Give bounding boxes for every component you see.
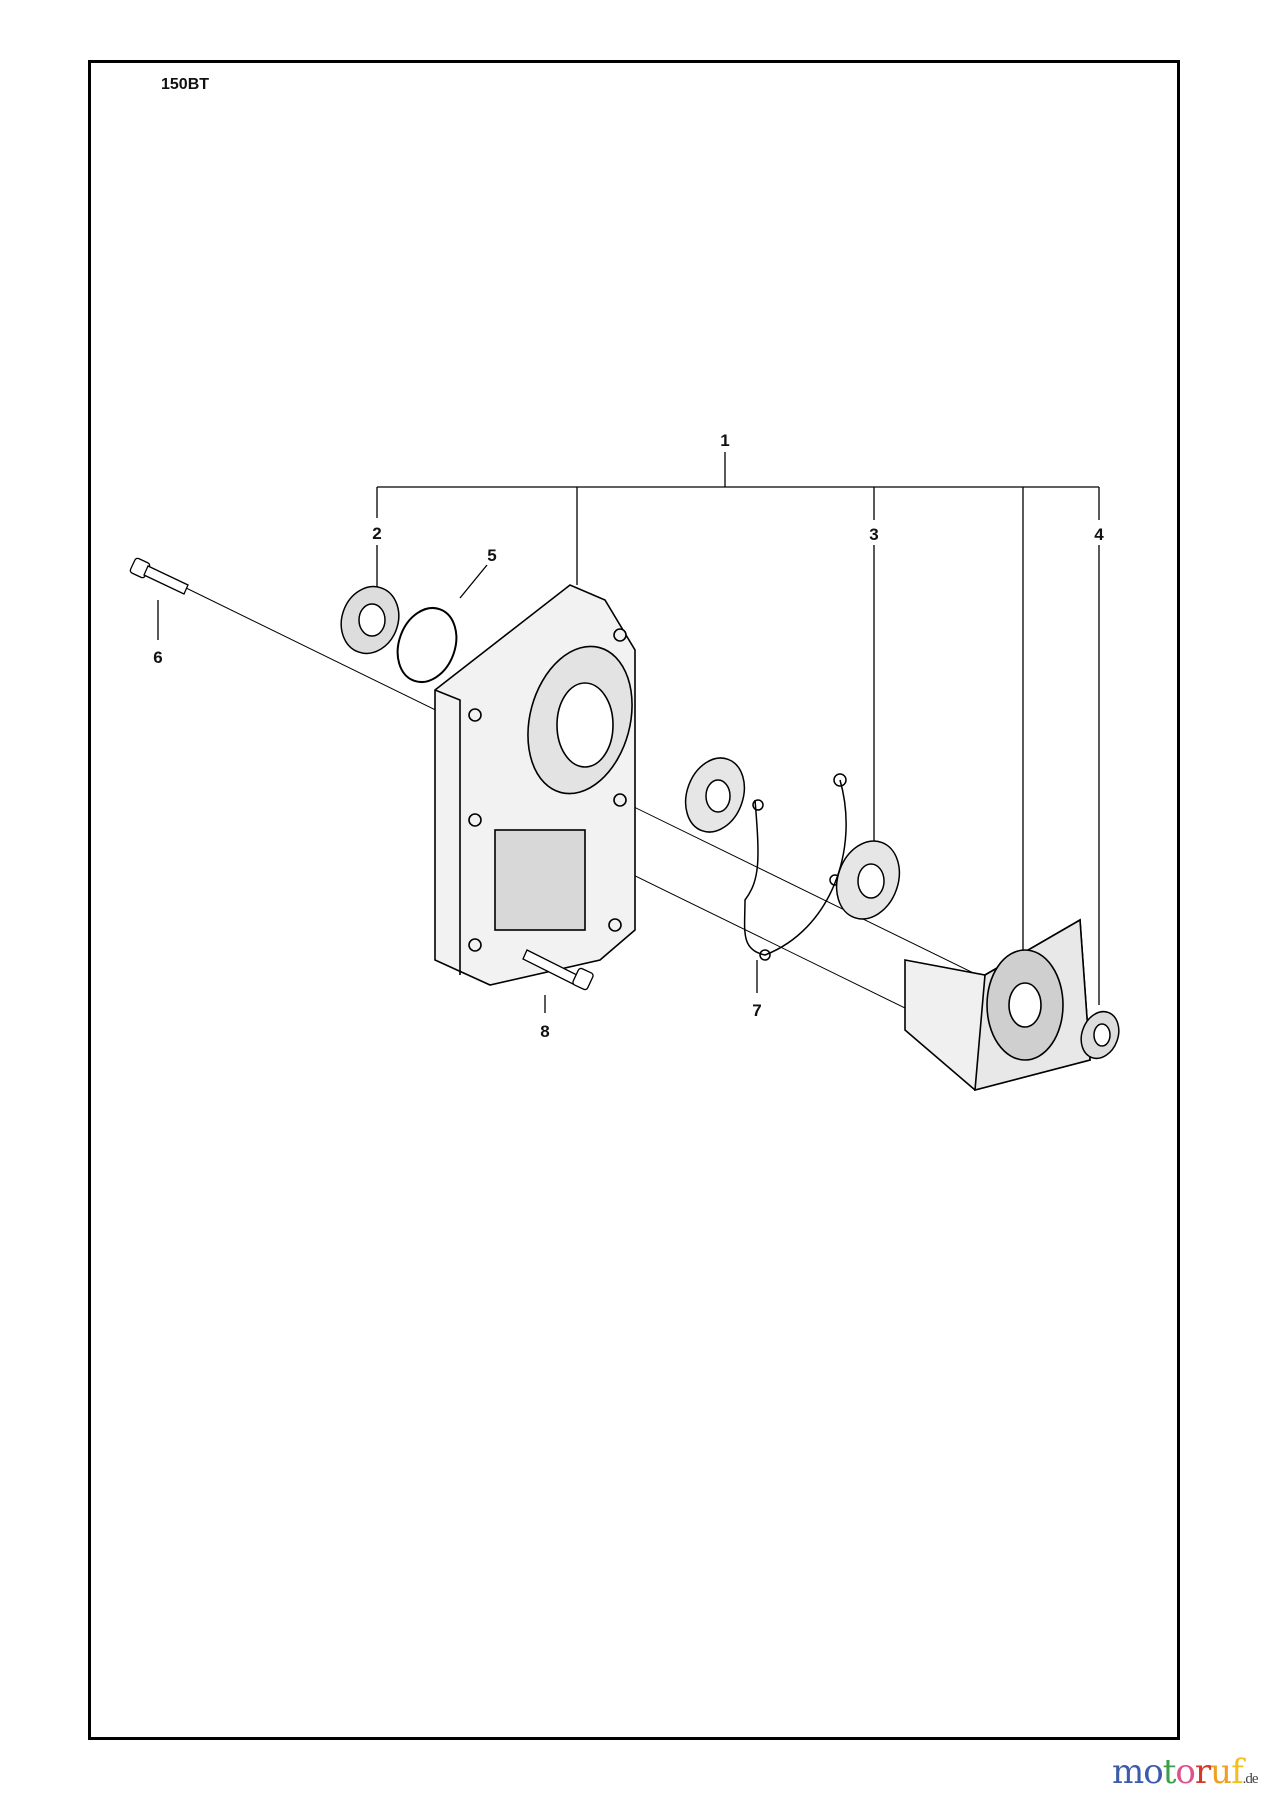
part-6-bolt [129,557,189,595]
callout-7: 7 [752,1001,761,1020]
watermark-suffix: .de [1242,1771,1259,1787]
part-4-seal [1080,1010,1120,1060]
clutch-cover [904,918,1091,1092]
part-3-bearing [835,840,901,920]
part-7-gasket [743,773,847,961]
model-title: 150BT [161,76,210,93]
part-2-seal [340,585,400,655]
callout-1: 1 [720,431,729,450]
bearing [684,757,746,833]
drawing-frame [88,60,1180,1740]
watermark-letter: o [1175,1752,1196,1792]
callout-6: 6 [153,648,162,667]
callout-4: 4 [1094,525,1104,544]
part-8-bolt [522,949,594,991]
callout-2: 2 [372,524,381,543]
watermark-letter: t [1162,1752,1177,1792]
part-5-circlip [396,607,458,683]
watermark-letter: r [1194,1752,1211,1792]
part-1-crankcase [434,584,636,986]
watermark-letter: u [1210,1752,1232,1792]
callout-8: 8 [540,1022,549,1041]
watermark-letter: m [1112,1752,1144,1792]
watermark-logo: motoruf.de [1112,1752,1259,1792]
watermark-letter: o [1143,1752,1164,1792]
callout-3: 3 [869,525,878,544]
watermark-letter: f [1231,1752,1244,1792]
callout-5: 5 [487,546,496,565]
